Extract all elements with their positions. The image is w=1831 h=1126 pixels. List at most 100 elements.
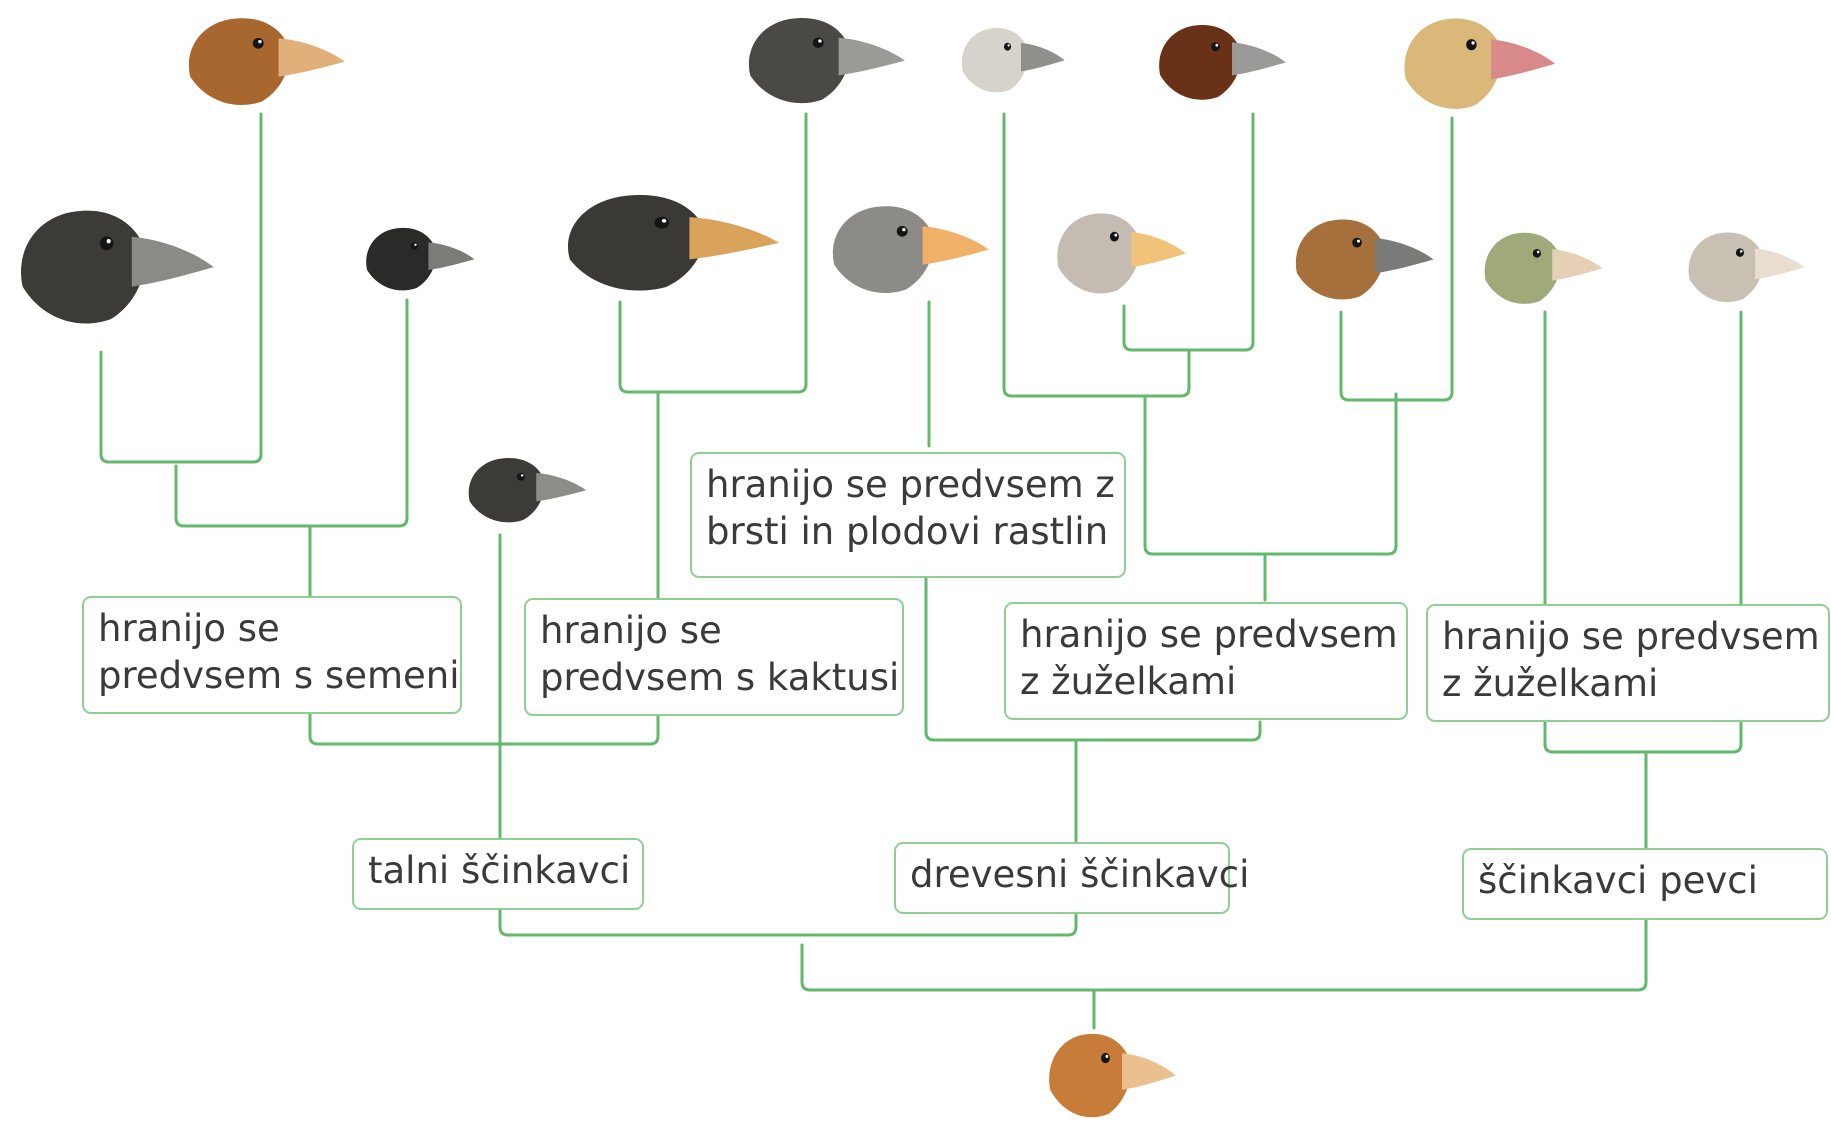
grey-finch-eye-highlight xyxy=(1008,44,1010,46)
grey-finch-head xyxy=(962,28,1028,92)
sharp-beaked-ground-finch-head xyxy=(469,458,545,522)
mangrove-finch-head xyxy=(1405,19,1502,109)
large-tree-finch-illustration xyxy=(1152,18,1290,104)
seeds-diet-line-1: hranijo se xyxy=(98,605,446,652)
vegetarian-finch-drawing xyxy=(824,198,994,298)
mangrove-finch-beak xyxy=(1491,39,1555,79)
buds-diet-label: hranijo se predvsem z brsti in plodovi r… xyxy=(690,452,1126,578)
large-ground-finch-eye xyxy=(100,236,113,250)
warbler-insects-diet-label: hranijo se predvsem z žuželkami xyxy=(1426,604,1830,722)
small-tree-finch-head xyxy=(1057,214,1140,294)
medium-ground-finch-beak xyxy=(279,38,345,76)
green-warbler-finch-eye-highlight xyxy=(1537,251,1540,254)
mangrove-finch-eye xyxy=(1466,39,1476,50)
grey-warbler-finch-beak xyxy=(1755,249,1804,280)
medium-ground-finch-eye-highlight xyxy=(258,40,261,43)
grey-warbler-finch-illustration xyxy=(1682,226,1808,306)
ancestral-finch-eye xyxy=(1101,1053,1110,1063)
ancestral-finch-eye-highlight xyxy=(1105,1055,1108,1058)
branch-root-split xyxy=(802,915,1646,990)
seeds-diet-line-2: predvsem s semeni xyxy=(98,652,446,699)
woodpecker-finch-head xyxy=(1296,220,1385,300)
cactus-diet-line-2: predvsem s kaktusi xyxy=(540,654,888,701)
sharp-beaked-ground-finch-beak xyxy=(536,473,586,501)
cactus-finch-beak xyxy=(839,38,905,76)
small-ground-finch-eye xyxy=(411,242,419,250)
medium-ground-finch-eye xyxy=(253,38,264,49)
green-warbler-finch-eye xyxy=(1533,249,1541,258)
large-tree-finch-beak xyxy=(1232,42,1286,75)
buds-diet-line-2: brsti in plodovi rastlin xyxy=(706,508,1110,555)
small-tree-finch-beak xyxy=(1131,232,1186,267)
small-ground-finch-drawing xyxy=(360,222,478,294)
grey-warbler-finch-eye xyxy=(1736,248,1744,257)
mangrove-finch-eye-highlight xyxy=(1471,41,1474,44)
large-cactus-finch-illustration xyxy=(556,186,786,296)
woodpecker-finch-drawing xyxy=(1288,212,1438,304)
buds-diet-line-1: hranijo se predvsem z xyxy=(706,461,1110,508)
sharp-beaked-ground-finch-eye-highlight xyxy=(521,474,524,476)
vegetarian-finch-illustration xyxy=(824,198,994,298)
cactus-diet-line-1: hranijo se xyxy=(540,607,888,654)
vegetarian-finch-head xyxy=(833,206,934,293)
large-ground-finch-illustration xyxy=(10,200,220,330)
medium-ground-finch-head xyxy=(189,18,290,105)
large-cactus-finch-eye-highlight xyxy=(662,219,667,223)
tree-finches-text: drevesni ščinkavci xyxy=(910,851,1214,898)
small-tree-finch-eye-highlight xyxy=(1114,234,1117,237)
cactus-diet-label: hranijo se predvsem s kaktusi xyxy=(524,598,904,716)
large-tree-finch-head xyxy=(1159,25,1241,100)
cactus-finch-eye xyxy=(813,37,824,47)
warbler-insects-line-1: hranijo se predvsem xyxy=(1442,613,1814,660)
medium-ground-finch-illustration xyxy=(180,10,350,110)
grey-finch-drawing xyxy=(956,22,1068,96)
sharp-beaked-ground-finch-illustration xyxy=(462,452,590,526)
cactus-finch-eye-highlight xyxy=(818,39,821,42)
woodpecker-finch-eye-highlight xyxy=(1357,240,1360,243)
medium-ground-finch-drawing xyxy=(180,10,350,110)
large-cactus-finch-beak xyxy=(689,217,779,259)
small-tree-finch-illustration xyxy=(1050,206,1190,298)
mangrove-finch-drawing xyxy=(1396,10,1560,114)
woodpecker-finch-beak xyxy=(1375,238,1434,273)
grey-warbler-finch-eye-highlight xyxy=(1740,250,1743,253)
vegetarian-finch-eye-highlight xyxy=(902,228,905,231)
large-tree-finch-drawing xyxy=(1152,18,1290,104)
green-warbler-finch-drawing xyxy=(1478,226,1606,308)
cactus-finch-head xyxy=(749,18,850,103)
tree-finches-label: drevesni ščinkavci xyxy=(894,842,1230,914)
small-ground-finch-eye-highlight xyxy=(414,244,416,246)
large-cactus-finch-drawing xyxy=(556,186,786,296)
green-warbler-finch-head xyxy=(1485,233,1561,304)
sharp-beaked-ground-finch-drawing xyxy=(462,452,590,526)
grey-warbler-finch-drawing xyxy=(1682,226,1808,306)
tree-insects-diet-label: hranijo se predvsem z žuželkami xyxy=(1004,602,1408,720)
cactus-finch-illustration xyxy=(740,10,910,108)
warbler-insects-line-2: z žuželkami xyxy=(1442,660,1814,707)
ancestral-finch-illustration xyxy=(1042,1026,1180,1122)
cactus-finch-drawing xyxy=(740,10,910,108)
grey-finch-illustration xyxy=(956,22,1068,96)
vegetarian-finch-eye xyxy=(897,226,908,237)
small-ground-finch-beak xyxy=(428,242,474,270)
small-ground-finch-head xyxy=(366,228,436,291)
ancestral-finch-drawing xyxy=(1042,1026,1180,1122)
warbler-finches-label: ščinkavci pevci xyxy=(1462,848,1828,920)
ground-finches-label: talni ščinkavci xyxy=(352,838,644,910)
warbler-finches-text: ščinkavci pevci xyxy=(1478,857,1812,904)
small-tree-finch-drawing xyxy=(1050,206,1190,298)
woodpecker-finch-illustration xyxy=(1288,212,1438,304)
vegetarian-finch-beak xyxy=(923,226,989,264)
large-tree-finch-eye xyxy=(1211,42,1220,51)
ancestral-finch-beak xyxy=(1122,1053,1176,1090)
green-warbler-finch-illustration xyxy=(1478,226,1606,308)
large-cactus-finch-head xyxy=(568,195,704,291)
ancestral-finch-head xyxy=(1049,1034,1131,1117)
large-ground-finch-drawing xyxy=(10,200,220,330)
branch-seeds-split xyxy=(176,300,407,526)
branch-insect-tree-split xyxy=(1145,394,1396,554)
tree-insects-line-1: hranijo se predvsem xyxy=(1020,611,1392,658)
mangrove-finch-illustration xyxy=(1396,10,1560,114)
grey-finch-beak xyxy=(1021,43,1065,71)
woodpecker-finch-eye xyxy=(1352,238,1362,248)
